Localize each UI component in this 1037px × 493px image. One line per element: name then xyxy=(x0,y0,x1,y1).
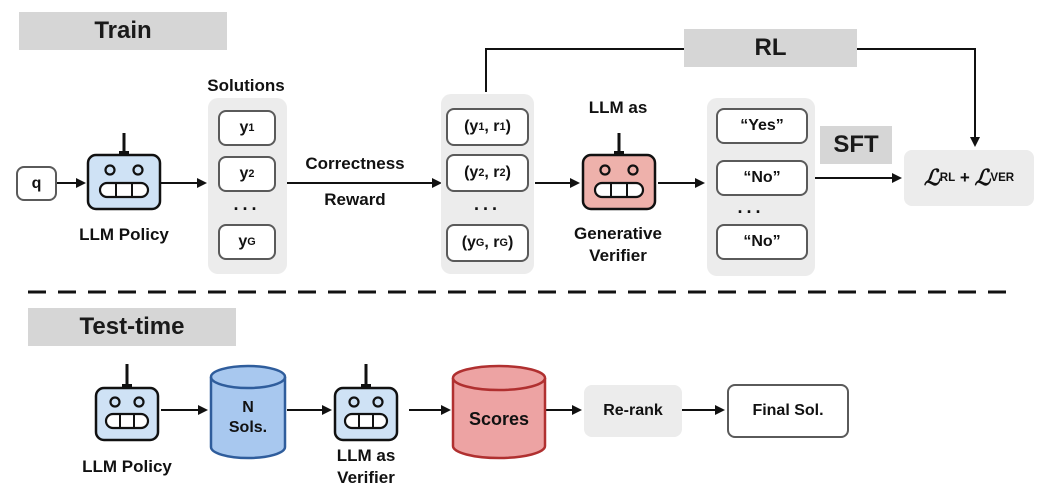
robot-icon xyxy=(333,364,399,442)
robot-icon xyxy=(86,133,162,211)
scores-label: Scores xyxy=(468,409,530,429)
train-banner: Train xyxy=(19,12,227,50)
robot-icon xyxy=(581,133,657,211)
answer-box: “No” xyxy=(716,224,808,260)
answer-box: “Yes” xyxy=(716,108,808,144)
database-icon xyxy=(209,364,287,460)
test-banner: Test-time xyxy=(28,308,236,346)
rl-banner: RL xyxy=(684,29,857,67)
n-sols-label-line2: Sols. xyxy=(228,419,268,436)
answers-ellipsis: ... xyxy=(737,197,765,217)
pairs-ellipsis: ... xyxy=(473,194,501,214)
rerank-box: Re-rank xyxy=(584,385,682,437)
test-verifier-label: LLM as Verifier xyxy=(336,446,396,487)
verifier-bottom-label: Generative Verifier xyxy=(574,224,662,265)
test-policy-label: LLM Policy xyxy=(82,457,172,476)
reward-label: Reward xyxy=(324,190,386,209)
database-icon xyxy=(451,364,547,460)
query-box: q xyxy=(16,166,57,201)
verifier-top-label: LLM as xyxy=(588,98,648,117)
correctness-label: Correctness xyxy=(305,154,405,173)
final-solution-box: Final Sol. xyxy=(727,384,849,438)
solutions-ellipsis: ... xyxy=(233,194,261,214)
robot-icon xyxy=(94,364,160,442)
answer-box: “No” xyxy=(716,160,808,196)
n-sols-label-line1: N xyxy=(242,399,254,416)
solutions-title: Solutions xyxy=(207,76,285,95)
train-policy-label: LLM Policy xyxy=(79,225,169,244)
sft-banner: SFT xyxy=(820,126,892,164)
